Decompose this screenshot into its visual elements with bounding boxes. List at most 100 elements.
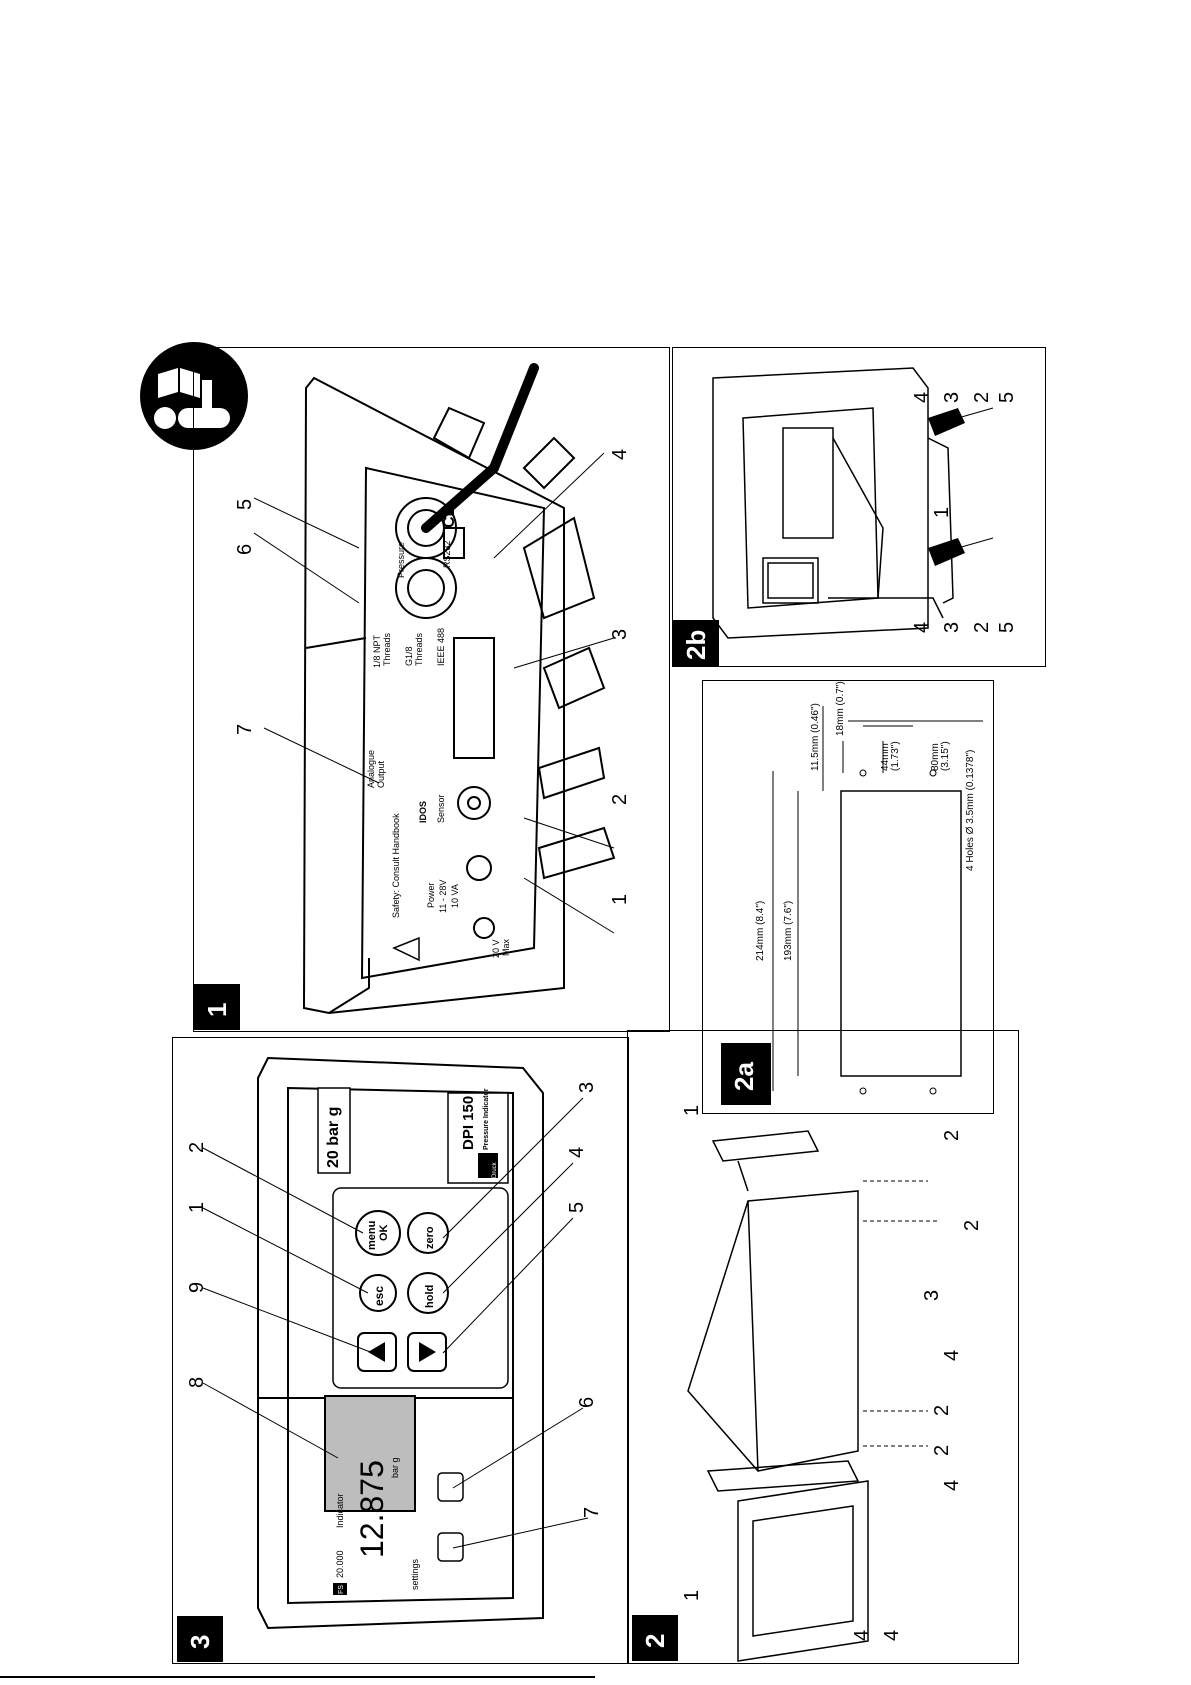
lcd-screen <box>324 1395 416 1512</box>
up-arrow-icon <box>368 1342 385 1362</box>
settings-label: settings <box>410 1558 420 1590</box>
rs232-label: RS232 <box>442 540 452 568</box>
svg-text:3: 3 <box>185 1635 215 1649</box>
p2b-callout-4b: 4 <box>911 622 933 633</box>
cutout-dimensions-drawing: 214mm (8.4") 193mm (7.6") 11.5mm (0.46")… <box>755 681 983 1095</box>
p2b-callout-2b: 2 <box>971 622 993 633</box>
callout-4: 4 <box>609 449 631 460</box>
p3-callout-8: 8 <box>186 1377 208 1388</box>
idos-label: IDOS <box>418 801 428 823</box>
panel-mount-drawing: 1 2 3 4 1 2 2 2 4 4 4 <box>681 1105 983 1662</box>
p2b-callout-3a: 3 <box>941 392 963 403</box>
analogue-label: Analogue <box>366 750 376 788</box>
dim-214: 214mm (8.4") <box>755 901 766 961</box>
dim-18: 18mm (0.7") <box>835 681 846 736</box>
p3-callout-4: 4 <box>566 1147 588 1158</box>
p2-callout-4b: 4 <box>941 1480 963 1491</box>
svg-text:2a: 2a <box>729 1062 759 1091</box>
p2b-callout-1: 1 <box>931 507 953 518</box>
power-label: Power <box>426 882 436 908</box>
panel-badge-2: 2 <box>632 1615 678 1661</box>
callout-6: 6 <box>234 544 256 555</box>
panel-badge-2a: 2a <box>721 1043 771 1105</box>
dim-193: 193mm (7.6") <box>783 901 794 961</box>
pressure-label: Pressure <box>396 542 406 578</box>
max-label: Max <box>501 938 511 956</box>
dim-11-5: 11.5mm (0.46") <box>810 703 821 771</box>
p2-callout-2b: 2 <box>961 1220 983 1231</box>
p2-callout-2d: 2 <box>931 1445 953 1456</box>
p3-callout-9: 9 <box>186 1282 208 1293</box>
rear-view-drawing: 5 6 7 4 3 2 1 Pressure 1/8 NPT Threads G… <box>234 363 631 1015</box>
down-arrow-icon <box>419 1342 436 1362</box>
brand-label: Druck <box>492 1161 498 1178</box>
g18-threads-label: Threads <box>414 632 424 666</box>
ieee-label: IEEE 488 <box>436 628 446 666</box>
p2b-callout-2a: 2 <box>971 392 993 403</box>
model-label: DPI 150 <box>460 1096 477 1150</box>
npt-label: 1/8 NPT <box>372 634 382 668</box>
fs-label: FS <box>338 1585 345 1594</box>
callout-3: 3 <box>609 629 631 640</box>
p2-callout-1a: 1 <box>681 1105 703 1116</box>
panel-panel-cutout: 214mm (8.4") 193mm (7.6") 11.5mm (0.46")… <box>702 680 994 1114</box>
softkey-right[interactable] <box>437 1472 464 1502</box>
safety-label: Safety: Consult Handbook <box>391 813 401 918</box>
p2b-callout-3b: 3 <box>941 622 963 633</box>
hold-button[interactable] <box>407 1272 449 1314</box>
callout-2: 2 <box>609 794 631 805</box>
p2-callout-4a: 4 <box>941 1350 963 1361</box>
p3-callout-3: 3 <box>576 1082 598 1093</box>
panel-badge-2b: 2b <box>673 620 719 666</box>
warning-triangle-icon <box>392 936 420 962</box>
reading-value: 12.875 <box>354 1460 390 1558</box>
dim-80b: (3.15") <box>940 741 951 771</box>
p2b-callout-5b: 5 <box>996 622 1018 633</box>
ce-mark-icon: CE <box>441 505 458 528</box>
softkey-left[interactable] <box>437 1532 464 1562</box>
fs-value: 20.000 <box>335 1550 345 1578</box>
footer-rule <box>0 1676 595 1678</box>
g18-label: G1/8 <box>404 646 414 666</box>
esc-label: esc <box>372 1286 386 1306</box>
holes-note: 4 Holes Ø 3.5mm (0.1378") <box>965 750 976 871</box>
dim-44b: (1.73") <box>890 741 901 771</box>
unit-label: bar g <box>390 1457 400 1478</box>
p2b-callout-4a: 4 <box>911 392 933 403</box>
callout-5: 5 <box>234 499 256 510</box>
p2-callout-4c: 4 <box>851 1630 873 1641</box>
p2b-callout-5a: 5 <box>996 392 1018 403</box>
panel-bench-bracket: 4 3 2 5 1 4 3 2 5 2b <box>672 347 1046 667</box>
output-label: Output <box>376 760 386 788</box>
ok-label: OK <box>378 1224 390 1241</box>
dim-80a: 80mm <box>930 743 941 771</box>
p3-callout-2: 2 <box>186 1142 208 1153</box>
svg-text:1: 1 <box>202 1003 232 1017</box>
mode-label: Indicator <box>335 1493 345 1528</box>
p2-callout-4d: 4 <box>881 1630 903 1641</box>
power-va-label: 10 VA <box>450 884 460 908</box>
sensor-label: Sensor <box>436 794 446 823</box>
svg-text:2b: 2b <box>681 630 711 660</box>
max-v-label: 20 V <box>491 939 501 958</box>
model-subtitle: Pressure Indicator <box>483 1088 490 1150</box>
callout-7: 7 <box>234 724 256 735</box>
p2-callout-3: 3 <box>921 1290 943 1301</box>
front-view-drawing: 20 bar g esc menu OK zero hold DPI 150 P… <box>186 1056 603 1630</box>
p3-callout-1: 1 <box>186 1202 208 1213</box>
menu-label: menu <box>366 1221 378 1250</box>
p2-callout-2c: 2 <box>931 1405 953 1416</box>
menu-ok-button[interactable] <box>355 1210 401 1256</box>
panel-front-view: 20 bar g esc menu OK zero hold DPI 150 P… <box>172 1037 629 1664</box>
esc-button[interactable] <box>359 1274 397 1312</box>
bracket-drawing: 4 3 2 5 1 4 3 2 5 <box>712 367 1018 639</box>
panel-badge-3: 3 <box>177 1616 223 1662</box>
handbook-reader-icon <box>140 342 248 450</box>
p2-callout-2a: 2 <box>941 1130 963 1141</box>
callout-1: 1 <box>609 894 631 905</box>
p3-callout-5: 5 <box>566 1202 588 1213</box>
dim-44a: 44mm <box>880 743 891 771</box>
panel-panel-mount: 1 2 3 4 1 2 2 2 4 4 4 2 <box>627 1030 1019 1664</box>
druck-logo-icon <box>478 1153 498 1178</box>
power-volt-label: 11 - 28V <box>438 880 448 913</box>
